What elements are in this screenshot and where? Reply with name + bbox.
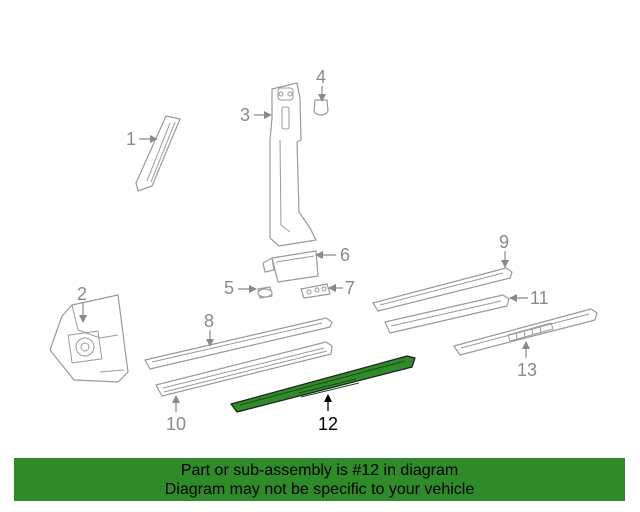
- part-3-center-pillar-trim[interactable]: [269, 82, 317, 247]
- callout-13: 13: [517, 341, 537, 380]
- callout-2: 2: [77, 284, 87, 323]
- part-9-rear-trim[interactable]: [372, 267, 513, 312]
- callout-6: 6: [315, 245, 350, 265]
- callout-12: 12: [318, 394, 338, 434]
- callout-10: 10: [166, 395, 186, 434]
- callout-4: 4: [316, 67, 326, 102]
- info-banner: Part or sub-assembly is #12 in diagram D…: [14, 458, 625, 501]
- svg-text:5: 5: [224, 278, 234, 298]
- svg-text:3: 3: [240, 105, 250, 125]
- banner-line-2: Diagram may not be specific to your vehi…: [164, 481, 475, 498]
- callout-9: 9: [499, 232, 509, 268]
- part-13-step-plate[interactable]: [453, 308, 598, 356]
- part-10-sill-plate[interactable]: [155, 341, 333, 397]
- part-5-screw[interactable]: [257, 286, 273, 299]
- svg-text:1: 1: [126, 129, 136, 149]
- svg-text:8: 8: [204, 311, 214, 331]
- callout-3: 3: [240, 105, 272, 125]
- callout-5: 5: [224, 278, 257, 298]
- svg-text:4: 4: [316, 67, 326, 87]
- part-11-rear-sill[interactable]: [384, 294, 510, 334]
- callout-1: 1: [126, 129, 158, 149]
- part-6-lower-bracket[interactable]: [262, 250, 319, 283]
- part-12-scuff-plate-highlighted[interactable]: [230, 355, 416, 413]
- callout-11: 11: [509, 288, 549, 308]
- callout-7: 7: [328, 278, 355, 298]
- svg-text:9: 9: [499, 232, 509, 252]
- part-1-a-pillar-trim[interactable]: [135, 115, 181, 192]
- svg-text:7: 7: [345, 278, 355, 298]
- part-4-clip[interactable]: [313, 99, 329, 116]
- part-8-scuff-plate[interactable]: [144, 317, 333, 370]
- banner-line-1: Part or sub-assembly is #12 in diagram: [180, 462, 459, 479]
- callout-8: 8: [204, 311, 214, 347]
- svg-text:13: 13: [517, 360, 537, 380]
- part-2-kick-panel[interactable]: [49, 294, 129, 383]
- svg-text:2: 2: [77, 284, 87, 304]
- svg-text:6: 6: [340, 245, 350, 265]
- svg-text:11: 11: [530, 288, 549, 308]
- part-7-retainer[interactable]: [300, 283, 331, 299]
- svg-text:10: 10: [166, 414, 186, 434]
- svg-text:12: 12: [318, 414, 338, 434]
